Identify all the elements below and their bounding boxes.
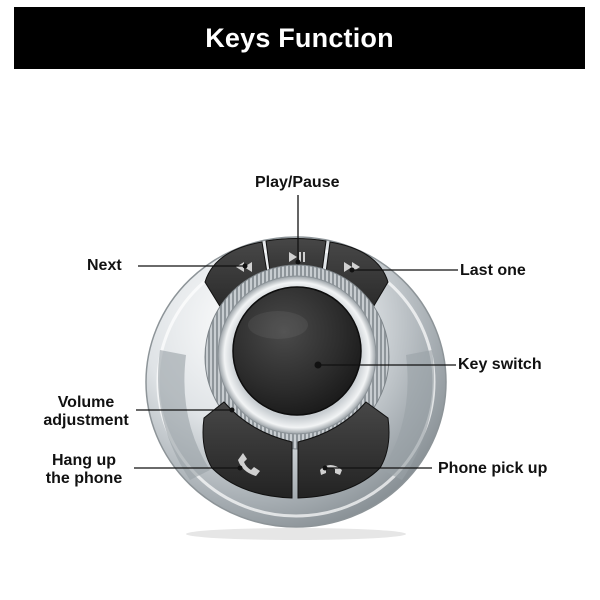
dot-play-pause <box>295 259 301 265</box>
play-pause-icon <box>289 252 305 262</box>
label-hangup-line2: the phone <box>45 470 123 487</box>
chrome-right-side <box>382 350 434 480</box>
key-switch-knob[interactable] <box>232 286 362 416</box>
label-hangup-line1: Hang up <box>52 452 116 469</box>
label-key-switch: Key switch <box>458 356 542 373</box>
phone-pick-up-button[interactable] <box>297 401 390 499</box>
dot-last-one <box>349 267 355 273</box>
label-play-pause: Play/Pause <box>255 174 340 191</box>
title-banner: Keys Function <box>14 7 585 69</box>
leader-lines <box>134 195 458 469</box>
rewind-icon <box>236 262 252 272</box>
chrome-left-side <box>158 350 210 480</box>
label-volume-adjustment: Volume adjustment <box>36 394 136 430</box>
leader-dots <box>229 259 355 471</box>
phone-icon <box>238 453 260 476</box>
knob-highlight <box>248 311 308 339</box>
floor-shadow <box>186 528 406 540</box>
hang-up-button[interactable] <box>202 401 293 499</box>
label-next: Next <box>87 257 122 274</box>
dot-volume <box>229 407 235 413</box>
dot-key-switch <box>314 361 322 369</box>
label-hang-up-the-phone: Hang up the phone <box>36 452 132 488</box>
dot-next <box>242 263 248 269</box>
label-volume-line2: adjustment <box>43 412 129 429</box>
dot-pick-up <box>322 465 328 471</box>
label-last-one: Last one <box>460 262 526 279</box>
label-phone-pick-up: Phone pick up <box>438 460 548 477</box>
dot-hang-up <box>237 465 243 471</box>
label-volume-line1: Volume <box>57 394 115 411</box>
page-title: Keys Function <box>205 22 394 53</box>
